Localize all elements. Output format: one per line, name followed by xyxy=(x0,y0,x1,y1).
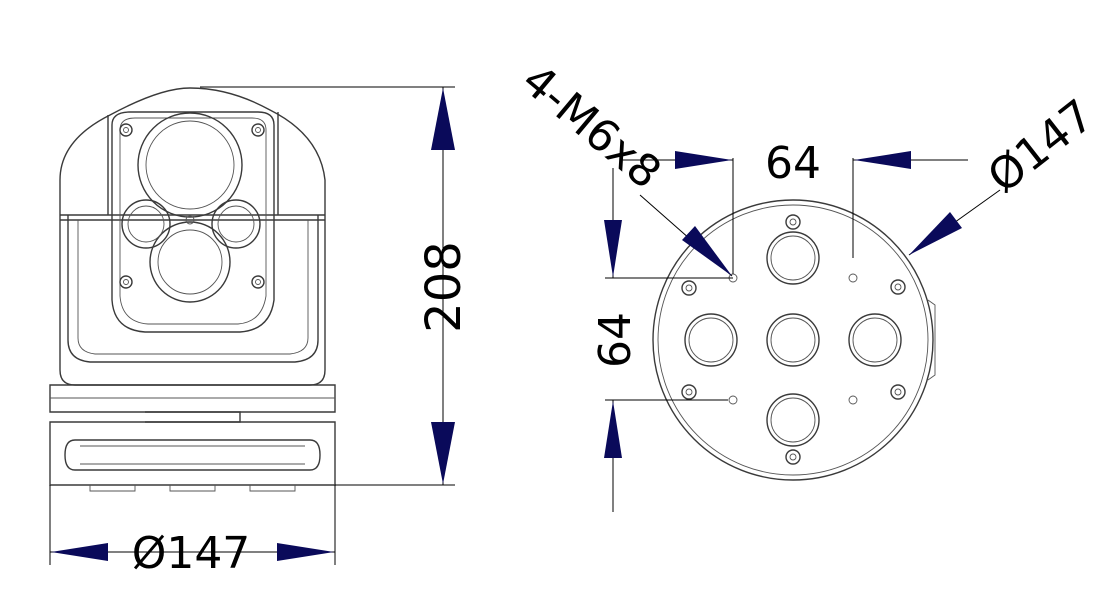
front-view-camera xyxy=(49,87,336,492)
top-hole xyxy=(766,231,820,285)
left-hole xyxy=(684,313,738,367)
height-arrow-bottom xyxy=(431,422,455,484)
vertical-spacing-dimension: 64 xyxy=(590,168,733,512)
plate-diameter-label: Ø147 xyxy=(979,90,1104,203)
vertical-arrow-top xyxy=(604,220,622,277)
m6-hole-bottom-right xyxy=(848,395,858,405)
plate-diameter-callout: Ø147 xyxy=(908,90,1104,256)
bottom-hole xyxy=(766,393,820,447)
width-arrow-left xyxy=(51,543,108,561)
height-dimension: 208 xyxy=(200,86,472,486)
horizontal-spacing-label: 64 xyxy=(765,138,821,189)
hole-spec-label: 4-M6x8 xyxy=(512,55,670,199)
vertical-spacing-label: 64 xyxy=(590,312,641,368)
vertical-arrow-bottom xyxy=(604,401,622,458)
m6-hole-top-right xyxy=(848,273,858,283)
horizontal-spacing-dimension: 64 xyxy=(620,138,968,274)
width-arrow-right xyxy=(277,543,334,561)
right-hole xyxy=(848,313,902,367)
center-hole xyxy=(766,313,820,367)
horizontal-arrow-right xyxy=(854,151,911,169)
bottom-view-plate xyxy=(652,199,936,481)
hole-spec-arrow xyxy=(682,226,732,276)
plate-diameter-arrow xyxy=(909,212,962,255)
m6-hole-bottom-left xyxy=(728,395,738,405)
height-arrow-top xyxy=(431,88,455,150)
height-label: 208 xyxy=(416,241,472,333)
front-diameter-label: Ø147 xyxy=(132,528,251,579)
horizontal-arrow-left xyxy=(675,151,732,169)
front-width-dimension: Ø147 xyxy=(49,485,336,579)
hole-spec-callout: 4-M6x8 xyxy=(512,55,733,277)
